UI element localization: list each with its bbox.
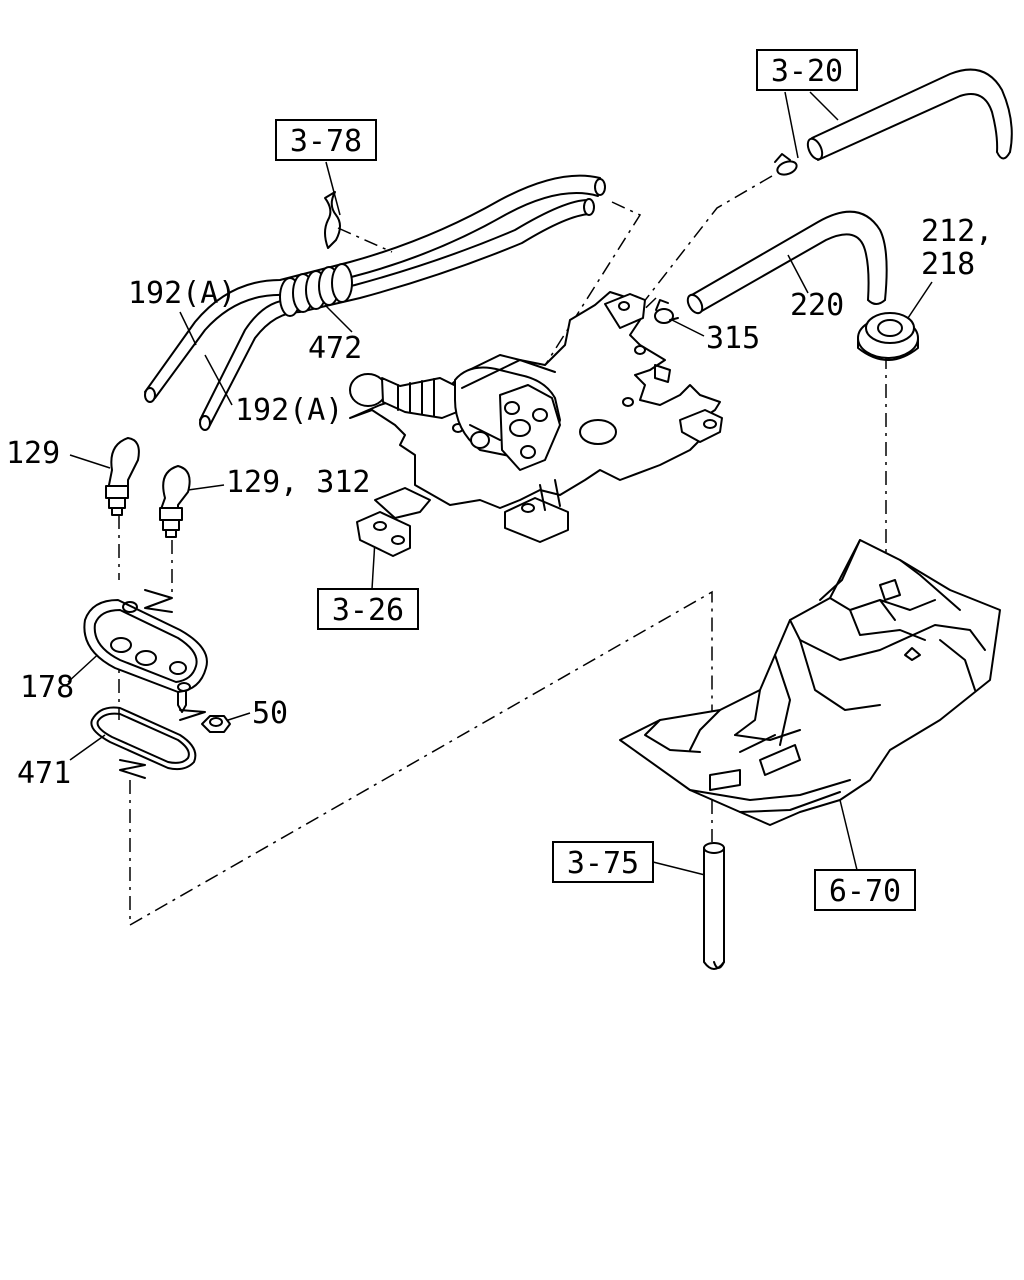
hose-3-20 [806, 68, 1013, 161]
ref-label-6-70: 6-70 [829, 874, 901, 909]
part-label-178: 178 [20, 670, 74, 705]
break-marks [119, 589, 206, 779]
part-label-129-312: 129, 312 [226, 465, 371, 500]
fuel-tank-6-70 [619, 539, 1001, 826]
part-label-218: 218 [921, 247, 975, 282]
ref-label-3-78: 3-78 [290, 124, 362, 159]
clamp-3-20 [774, 153, 798, 176]
clamp-315 [654, 299, 679, 324]
fitting-129-312 [159, 465, 191, 538]
nut-50 [201, 715, 231, 733]
part-label-471: 471 [17, 756, 71, 791]
part-label-212: 212, [921, 214, 993, 249]
cover-178 [83, 599, 208, 713]
pipe-3-75 [703, 842, 725, 970]
ref-box-3-78[interactable]: 3-78 [275, 119, 377, 161]
ref-box-3-20[interactable]: 3-20 [756, 49, 858, 91]
gasket-471 [90, 706, 197, 771]
part-label-50: 50 [252, 696, 288, 731]
hose-192a [144, 174, 606, 431]
ref-box-3-75[interactable]: 3-75 [552, 841, 654, 883]
ref-label-3-26: 3-26 [332, 593, 404, 628]
hose-220 [686, 210, 888, 315]
valve-assembly [349, 359, 561, 471]
ref-box-3-26[interactable]: 3-26 [317, 588, 419, 630]
part-label-192a-lower: 192(A) [235, 393, 343, 428]
ref-label-3-20: 3-20 [771, 54, 843, 89]
part-label-129: 129 [6, 436, 60, 471]
part-label-192a-upper: 192(A) [128, 276, 236, 311]
grommet-212-218 [857, 312, 919, 361]
grommet-472 [279, 263, 353, 317]
ref-box-6-70[interactable]: 6-70 [814, 869, 916, 911]
ref-label-3-75: 3-75 [567, 846, 639, 881]
break-3-78 [324, 191, 341, 249]
part-label-220: 220 [790, 288, 844, 323]
part-label-472: 472 [308, 331, 362, 366]
part-label-315: 315 [706, 321, 760, 356]
fitting-129 [105, 437, 140, 516]
